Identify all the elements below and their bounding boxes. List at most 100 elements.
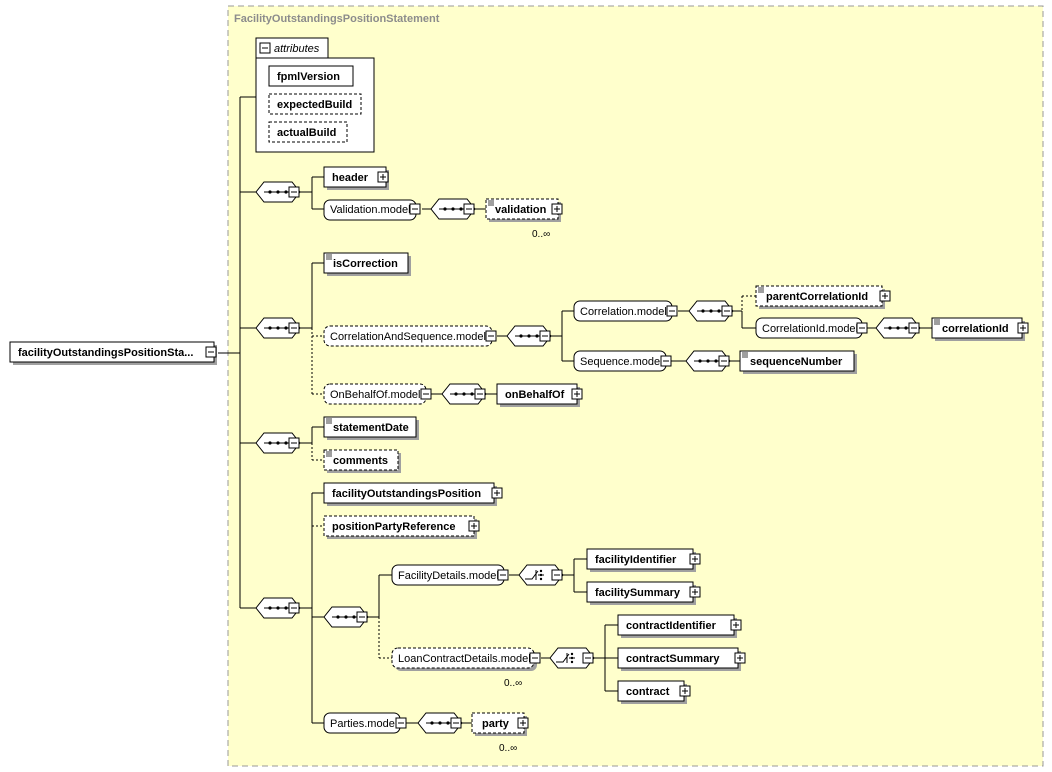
group-loan-contract-details-model[interactable]: LoanContractDetails.model: [391, 647, 541, 671]
group-correlation-model[interactable]: Correlation.model: [573, 300, 678, 322]
expand-icon: [377, 171, 389, 183]
group-facility-details-model[interactable]: FacilityDetails.model: [391, 564, 509, 586]
sequence-compositor[interactable]: [685, 350, 731, 372]
cardinality-label: 0..∞: [532, 229, 550, 240]
svg-text:parentCorrelationId: parentCorrelationId: [766, 291, 868, 303]
expand-icon: [689, 586, 701, 598]
svg-text:positionPartyReference: positionPartyReference: [332, 521, 455, 533]
collapse-icon: [856, 322, 868, 334]
expand-icon: [879, 290, 891, 302]
svg-text:isCorrection: isCorrection: [333, 258, 398, 270]
svg-text:contractIdentifier: contractIdentifier: [626, 620, 717, 632]
choice-compositor[interactable]: [518, 564, 564, 586]
cardinality-label: 0..∞: [499, 743, 517, 754]
svg-text:onBehalfOf: onBehalfOf: [505, 389, 565, 401]
svg-text:expectedBuild: expectedBuild: [277, 99, 352, 111]
svg-text:LoanContractDetails.model: LoanContractDetails.model: [398, 653, 531, 665]
element-party[interactable]: party: [471, 712, 529, 736]
element-contract-summary[interactable]: contractSummary: [617, 647, 746, 671]
expand-icon: [689, 553, 701, 565]
collapse-icon: [660, 355, 672, 367]
attributes-label: attributes: [274, 43, 320, 55]
sequence-compositor[interactable]: [255, 432, 301, 454]
svg-text:facilitySummary: facilitySummary: [595, 587, 681, 599]
svg-text:FacilityDetails.model: FacilityDetails.model: [398, 570, 499, 582]
svg-text:fpmlVersion: fpmlVersion: [277, 71, 340, 83]
sequence-compositor[interactable]: [441, 383, 487, 405]
svg-text:CorrelationId.model: CorrelationId.model: [762, 323, 858, 335]
element-validation[interactable]: validation: [485, 198, 563, 222]
svg-text:correlationId: correlationId: [942, 323, 1009, 335]
element-contract[interactable]: contract: [617, 680, 691, 704]
svg-text:Correlation.model: Correlation.model: [580, 306, 667, 318]
group-parties-model[interactable]: Parties.model: [323, 712, 407, 734]
expand-icon: [551, 203, 563, 215]
connectors: [218, 96, 932, 724]
svg-text:actualBuild: actualBuild: [277, 127, 336, 139]
group-correlation-and-sequence-model[interactable]: CorrelationAndSequence.model: [323, 325, 497, 347]
sequence-compositor[interactable]: [430, 198, 476, 220]
element-is-correction[interactable]: isCorrection: [323, 252, 411, 276]
collapse-icon: [497, 569, 509, 581]
container-title: FacilityOutstandingsPositionStatement: [234, 13, 440, 25]
sequence-compositor[interactable]: [688, 300, 734, 322]
expand-icon: [730, 619, 742, 631]
svg-text:facilityIdentifier: facilityIdentifier: [595, 554, 677, 566]
element-position-party-reference[interactable]: positionPartyReference: [323, 515, 480, 539]
sequence-compositor[interactable]: [506, 325, 552, 347]
expand-icon: [571, 388, 583, 400]
element-correlation-id[interactable]: correlationId: [931, 317, 1029, 341]
svg-text:facilityOutstandingsPosition: facilityOutstandingsPosition: [332, 488, 481, 500]
group-validation-model[interactable]: Validation.model: [323, 199, 421, 221]
collapse-icon: [395, 717, 407, 729]
choice-compositor[interactable]: [549, 647, 595, 669]
svg-text:comments: comments: [333, 455, 388, 467]
svg-text:contract: contract: [626, 686, 670, 698]
element-header[interactable]: header: [323, 166, 389, 190]
svg-text:party: party: [482, 718, 510, 730]
collapse-icon: [485, 330, 497, 342]
svg-text:Validation.model: Validation.model: [330, 204, 411, 216]
element-comments[interactable]: comments: [323, 449, 401, 473]
group-sequence-model[interactable]: Sequence.model: [573, 350, 672, 372]
expand-icon: [734, 652, 746, 664]
svg-text:validation: validation: [495, 204, 547, 216]
sequence-compositor[interactable]: [875, 317, 921, 339]
svg-text:CorrelationAndSequence.model: CorrelationAndSequence.model: [330, 331, 486, 343]
element-facility-summary[interactable]: facilitySummary: [586, 581, 701, 605]
svg-text:Sequence.model: Sequence.model: [580, 356, 663, 368]
element-facility-outstandings-position[interactable]: facilityOutstandingsPosition: [323, 482, 503, 506]
element-sequence-number[interactable]: sequenceNumber: [739, 350, 857, 374]
element-parent-correlation-id[interactable]: parentCorrelationId: [755, 285, 891, 309]
svg-text:Parties.model: Parties.model: [330, 718, 397, 730]
collapse-icon: [529, 652, 541, 664]
group-on-behalf-of-model[interactable]: OnBehalfOf.model: [323, 383, 432, 405]
group-correlation-id-model[interactable]: CorrelationId.model: [755, 317, 868, 339]
expand-icon: [517, 717, 529, 729]
collapse-icon[interactable]: [205, 346, 217, 358]
sequence-compositor[interactable]: [255, 597, 301, 619]
attribute-actual-build[interactable]: actualBuild: [268, 121, 348, 143]
cardinality-label: 0..∞: [504, 678, 522, 689]
expand-icon: [491, 487, 503, 499]
attribute-expected-build[interactable]: expectedBuild: [268, 93, 362, 115]
svg-text:statementDate: statementDate: [333, 422, 409, 434]
collapse-icon: [666, 305, 678, 317]
attributes-group: attributes fpmlVersion expectedBuild act…: [255, 37, 375, 153]
collapse-icon[interactable]: [259, 42, 271, 54]
attribute-fpml-version[interactable]: fpmlVersion: [268, 65, 354, 87]
root-element-facility-outstandings-position-statement[interactable]: facilityOutstandingsPositionSta...: [9, 341, 217, 365]
svg-text:sequenceNumber: sequenceNumber: [750, 356, 843, 368]
expand-icon: [679, 685, 691, 697]
sequence-compositor[interactable]: [255, 181, 301, 203]
element-statement-date[interactable]: statementDate: [323, 416, 419, 440]
sequence-compositor[interactable]: [255, 317, 301, 339]
expand-icon: [468, 520, 480, 532]
element-facility-identifier[interactable]: facilityIdentifier: [586, 548, 701, 572]
sequence-compositor[interactable]: [323, 606, 369, 628]
element-on-behalf-of[interactable]: onBehalfOf: [496, 383, 583, 407]
svg-text:contractSummary: contractSummary: [626, 653, 720, 665]
sequence-compositor[interactable]: [417, 712, 463, 734]
element-contract-identifier[interactable]: contractIdentifier: [617, 614, 742, 638]
